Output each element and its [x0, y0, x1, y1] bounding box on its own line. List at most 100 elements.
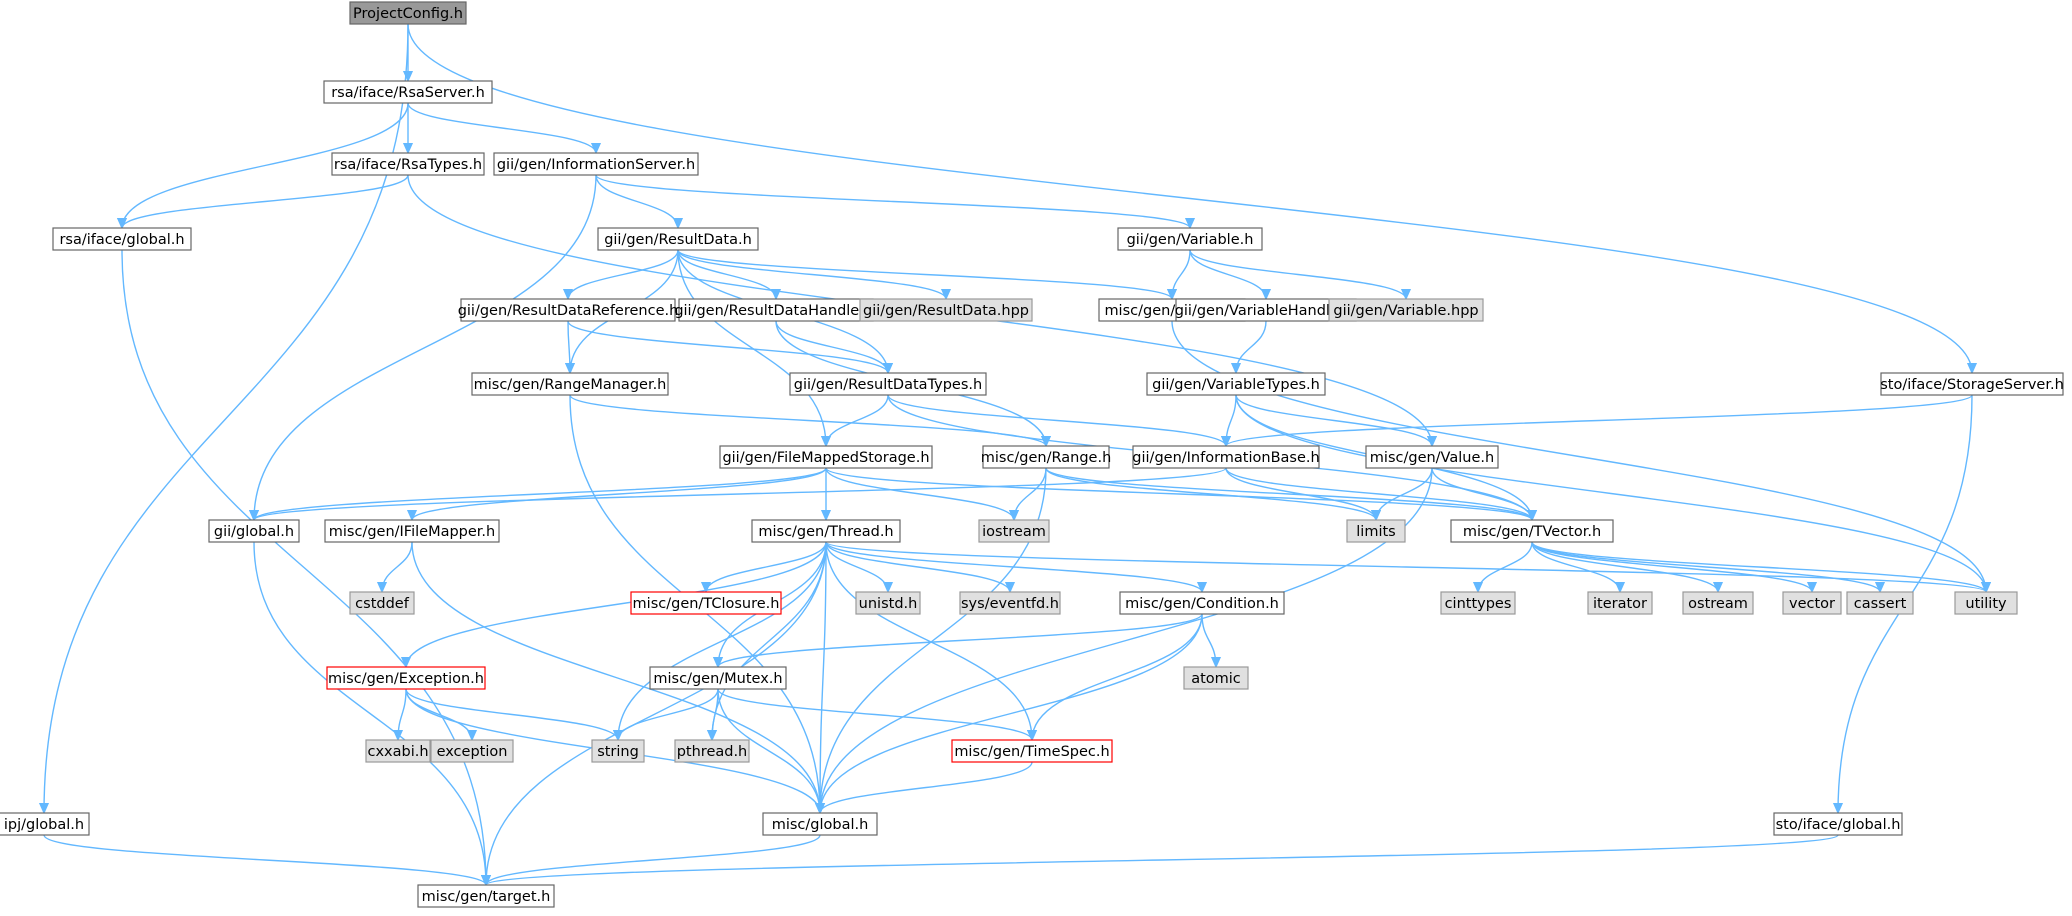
- node-box: [591, 739, 645, 763]
- node-value[interactable]: misc/gen/Value.h: [1365, 445, 1499, 469]
- node-label: rsa/iface/RsaServer.h: [331, 85, 485, 101]
- edge-thread-to-unistd: [825, 541, 888, 592]
- node-label: utility: [1965, 596, 2007, 612]
- node-label: misc/gen/Thread.h: [758, 524, 893, 540]
- edge-rsatypes-to-rsaglobal: [122, 174, 409, 228]
- node-thread[interactable]: misc/gen/Thread.h: [751, 519, 901, 543]
- node-pthread: pthread.h: [674, 739, 750, 763]
- node-infobase[interactable]: gii/gen/InformationBase.h: [1132, 445, 1320, 469]
- edge-resultdata-to-resultdatahandler: [677, 249, 776, 299]
- edge-miscglobal-to-target: [486, 834, 821, 885]
- node-box: [493, 152, 699, 176]
- node-label: iterator: [1593, 596, 1647, 612]
- node-box: [349, 591, 415, 615]
- node-atomic: atomic: [1183, 666, 1249, 690]
- edge-tvector-to-iterator: [1531, 541, 1620, 592]
- edge-infobase-to-giiglobal: [254, 467, 1227, 520]
- node-label: gii/gen/FileMappedStorage.h: [722, 450, 929, 466]
- node-stoglobal[interactable]: sto/iface/global.h: [1773, 812, 1903, 836]
- edge-resultdata-to-resultdataref: [568, 249, 679, 299]
- node-box: [1773, 812, 1903, 836]
- node-label: misc/gen/Value.h: [1370, 450, 1494, 466]
- node-label: rsa/iface/global.h: [59, 232, 184, 248]
- edge-resultdatahandler-to-resultdatatypes: [775, 320, 888, 373]
- node-label: cinttypes: [1445, 596, 1512, 612]
- node-box: [1450, 519, 1614, 543]
- node-ipjglobal[interactable]: ipj/global.h: [0, 812, 90, 836]
- node-box: [597, 227, 759, 251]
- node-mutex[interactable]: misc/gen/Mutex.h: [649, 666, 787, 690]
- edge-ifilemapper-to-cstddef: [382, 541, 413, 592]
- node-variablehandler[interactable]: gii/gen/VariableHandler.h: [1175, 298, 1358, 322]
- node-box: [365, 739, 431, 763]
- node-box: [1365, 445, 1499, 469]
- node-box: [982, 445, 1110, 469]
- edge-range-to-tvector: [1045, 467, 1532, 520]
- node-rsaglobal[interactable]: rsa/iface/global.h: [52, 227, 192, 251]
- node-ifilemapper[interactable]: misc/gen/IFileMapper.h: [324, 519, 500, 543]
- node-resultdataref[interactable]: gii/gen/ResultDataReference.h: [458, 298, 679, 322]
- edge-resultdatatypes-to-infobase: [887, 394, 1226, 446]
- node-condition[interactable]: misc/gen/Condition.h: [1119, 591, 1285, 615]
- edge-layer: [44, 23, 1986, 885]
- node-resultdatahandler[interactable]: gii/gen/ResultDataHandler.h: [674, 298, 878, 322]
- edge-resultdataref-to-rangemanager: [568, 320, 570, 373]
- node-miscglobal[interactable]: misc/global.h: [762, 812, 878, 836]
- node-utility: utility: [1954, 591, 2018, 615]
- node-giiglobal[interactable]: gii/global.h: [208, 519, 300, 543]
- edge-value-to-limits: [1376, 467, 1433, 520]
- node-tclosure[interactable]: misc/gen/TClosure.h: [630, 591, 782, 615]
- edge-thread-to-condition: [825, 541, 1202, 592]
- node-rsatypes[interactable]: rsa/iface/RsaTypes.h: [331, 152, 485, 176]
- node-range[interactable]: misc/gen/Range.h: [981, 445, 1112, 469]
- node-cinttypes: cinttypes: [1440, 591, 1516, 615]
- node-box: [323, 80, 493, 104]
- node-label: gii/gen/Variable.hpp: [1333, 303, 1478, 319]
- node-resultdata[interactable]: gii/gen/ResultData.h: [597, 227, 759, 251]
- node-label: gii/gen/VariableHandler.h: [1175, 303, 1358, 319]
- node-box: [1880, 372, 2064, 396]
- edge-condition-to-mutex: [718, 613, 1203, 667]
- edge-variable-to-pointer: [1172, 249, 1191, 299]
- node-box: [331, 152, 485, 176]
- node-rangemanager[interactable]: misc/gen/RangeManager.h: [471, 372, 669, 396]
- node-storageserver[interactable]: sto/iface/StorageServer.h: [1880, 372, 2064, 396]
- edge-resultdatatypes-to-filemapped: [826, 394, 889, 446]
- edge-value-to-tvector: [1431, 467, 1532, 520]
- node-label: misc/gen/Condition.h: [1125, 596, 1279, 612]
- node-ostream: ostream: [1682, 591, 1754, 615]
- node-label: misc/global.h: [772, 817, 869, 833]
- edge-thread-to-exception_h: [406, 541, 827, 667]
- node-resultdatatypes[interactable]: gii/gen/ResultDataTypes.h: [789, 372, 987, 396]
- node-label: cstddef: [355, 596, 410, 612]
- node-tvector[interactable]: misc/gen/TVector.h: [1450, 519, 1614, 543]
- edge-tvector-to-vector: [1531, 541, 1812, 592]
- node-box: [0, 812, 90, 836]
- node-box: [349, 1, 467, 25]
- node-label: misc/gen/TimeSpec.h: [954, 744, 1109, 760]
- node-label: gii/gen/InformationBase.h: [1132, 450, 1319, 466]
- edge-thread-to-target: [486, 541, 827, 885]
- node-projectconfig[interactable]: ProjectConfig.h: [349, 1, 467, 25]
- node-box: [751, 519, 901, 543]
- node-target[interactable]: misc/gen/target.h: [417, 884, 555, 908]
- node-rsaserver[interactable]: rsa/iface/RsaServer.h: [323, 80, 493, 104]
- edge-infobase-to-tvector: [1225, 467, 1532, 520]
- edge-variable-to-variablehpp: [1189, 249, 1406, 299]
- node-infoserver[interactable]: gii/gen/InformationServer.h: [493, 152, 699, 176]
- node-label: misc/gen/TClosure.h: [633, 596, 780, 612]
- edge-value-to-miscglobal: [820, 467, 1433, 813]
- node-filemapped[interactable]: gii/gen/FileMappedStorage.h: [719, 445, 933, 469]
- node-unistd: unistd.h: [855, 591, 921, 615]
- node-label: sys/eventfd.h: [961, 596, 1059, 612]
- node-resultdatahpp: gii/gen/ResultData.hpp: [859, 298, 1033, 322]
- node-box: [719, 445, 933, 469]
- node-timespec[interactable]: misc/gen/TimeSpec.h: [951, 739, 1113, 763]
- node-variabletypes[interactable]: gii/gen/VariableTypes.h: [1146, 372, 1326, 396]
- node-exception_h[interactable]: misc/gen/Exception.h: [326, 666, 486, 690]
- edge-resultdata-to-filemapped: [677, 249, 826, 446]
- node-variable[interactable]: gii/gen/Variable.h: [1117, 227, 1263, 251]
- node-label: gii/gen/ResultData.h: [604, 232, 752, 248]
- node-label: misc/gen/TVector.h: [1463, 524, 1601, 540]
- node-box: [1119, 591, 1285, 615]
